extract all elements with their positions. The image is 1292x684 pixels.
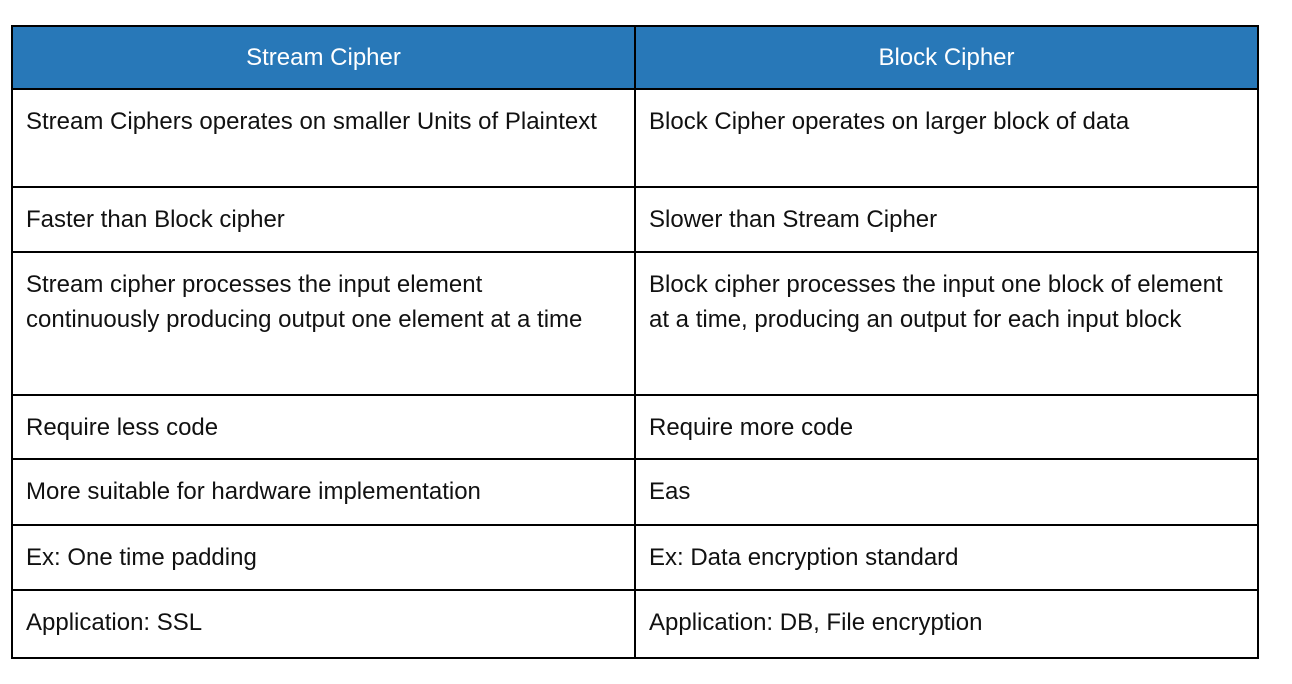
- table-cell-block: Block cipher processes the input one blo…: [634, 251, 1259, 396]
- table-cell-block: Require more code: [634, 394, 1259, 460]
- table-cell-stream: Ex: One time padding: [11, 524, 636, 591]
- table-body: Stream Ciphers operates on smaller Units…: [11, 88, 1259, 659]
- table-cell-stream: Require less code: [11, 394, 636, 460]
- table-cell-block: Block Cipher operates on larger block of…: [634, 88, 1259, 188]
- table-cell-stream: Stream Ciphers operates on smaller Units…: [11, 88, 636, 188]
- table-row: Stream Ciphers operates on smaller Units…: [11, 88, 1259, 188]
- table-cell-stream: More suitable for hardware implementatio…: [11, 458, 636, 526]
- table-cell-stream: Faster than Block cipher: [11, 186, 636, 253]
- header-row: Stream Cipher Block Cipher: [11, 25, 1259, 90]
- table-cell-block: Application: DB, File encryption: [634, 589, 1259, 659]
- table-cell-block: Slower than Stream Cipher: [634, 186, 1259, 253]
- table-cell-block: Eas: [634, 458, 1259, 526]
- table-row: Ex: One time padding Ex: Data encryption…: [11, 524, 1259, 591]
- table-row: Application: SSL Application: DB, File e…: [11, 589, 1259, 659]
- header-cell-block-cipher: Block Cipher: [634, 25, 1259, 90]
- table-header: Stream Cipher Block Cipher: [11, 25, 1259, 90]
- table-row: More suitable for hardware implementatio…: [11, 458, 1259, 526]
- header-cell-stream-cipher: Stream Cipher: [11, 25, 636, 90]
- table-cell-stream: Stream cipher processes the input elemen…: [11, 251, 636, 396]
- table-row: Require less code Require more code: [11, 394, 1259, 460]
- table-cell-stream: Application: SSL: [11, 589, 636, 659]
- cipher-comparison-table: Stream Cipher Block Cipher Stream Cipher…: [11, 25, 1259, 659]
- table-row: Faster than Block cipher Slower than Str…: [11, 186, 1259, 253]
- table-row: Stream cipher processes the input elemen…: [11, 251, 1259, 396]
- table-cell-block: Ex: Data encryption standard: [634, 524, 1259, 591]
